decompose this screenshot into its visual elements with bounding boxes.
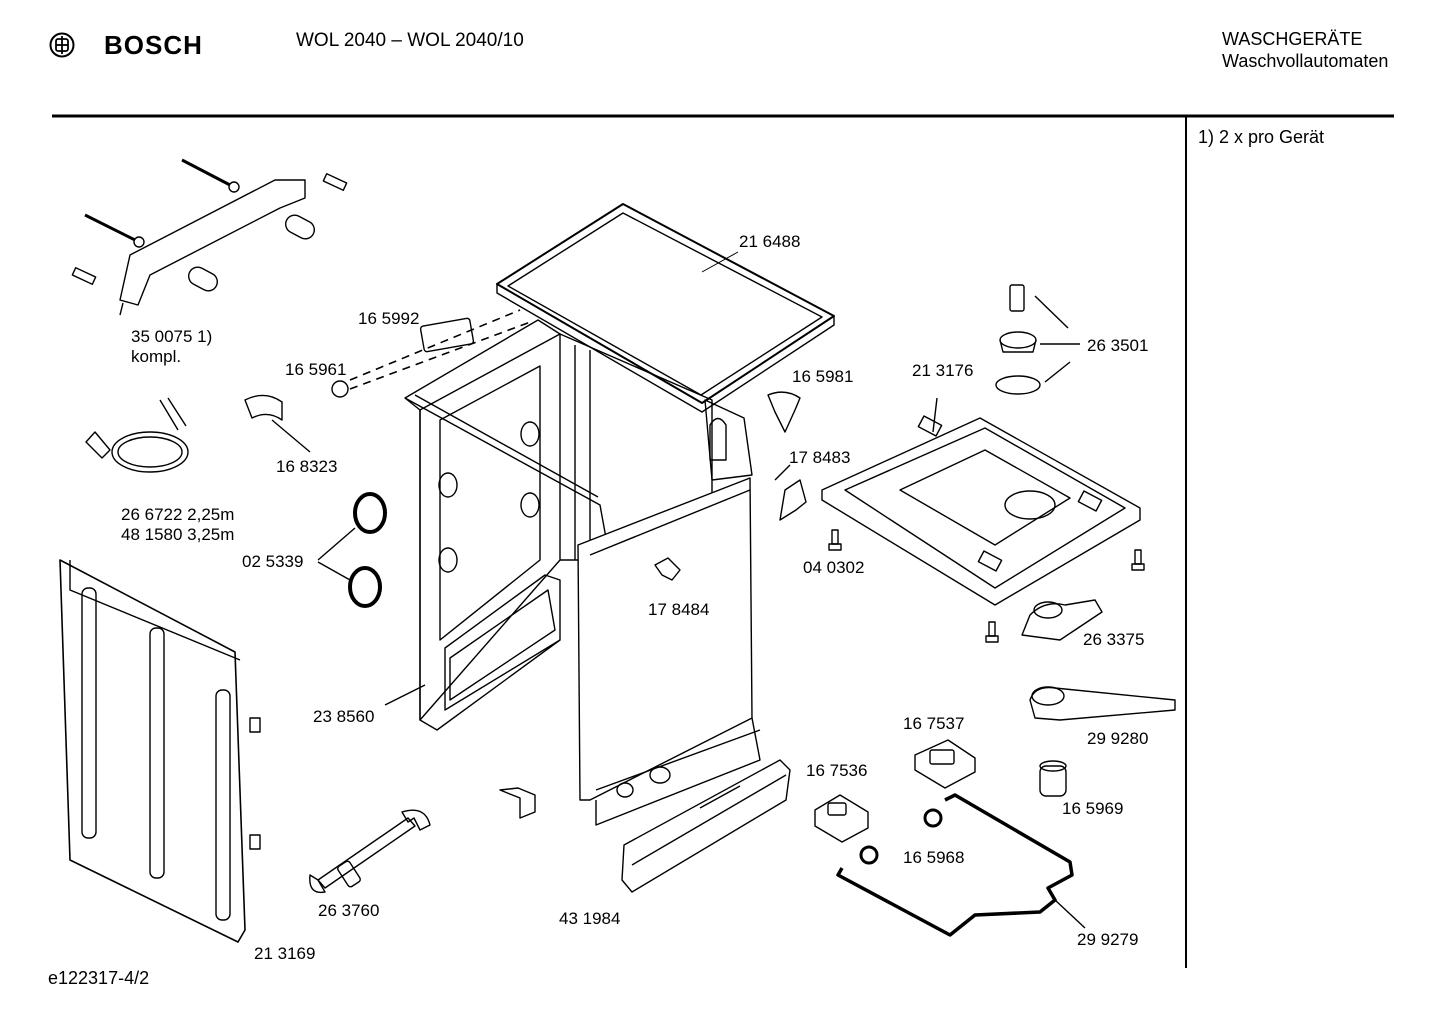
screws-part — [828, 529, 1145, 643]
part-note-kompl: kompl. — [131, 347, 182, 366]
part-label-238560: 23 8560 — [313, 707, 375, 726]
front-panel-part — [577, 477, 761, 826]
part-label-213176: 21 3176 — [912, 361, 974, 380]
base-frame-part — [821, 397, 1141, 606]
part-label-263501: 26 3501 — [1087, 336, 1149, 355]
part-label-431984: 43 1984 — [559, 909, 621, 928]
top-lid-part — [496, 203, 835, 413]
part-number-350075: 35 0075 1) — [131, 327, 213, 346]
plug-part — [331, 380, 349, 398]
document-id: e122317-4/2 — [48, 968, 150, 988]
part-number-481580: 48 1580 3,25m — [121, 525, 235, 544]
door-seal-part — [317, 492, 387, 608]
part-label-216488: 21 6488 — [739, 232, 801, 251]
cap-16-5968-b — [859, 845, 879, 865]
cap-16-5968-a — [923, 808, 943, 828]
part-label-299280: 29 9280 — [1087, 729, 1149, 748]
sensor-16-5969 — [1039, 760, 1067, 797]
wrench-part — [309, 809, 431, 894]
clip-17-8483 — [779, 479, 807, 521]
hose-part — [1029, 686, 1176, 721]
part-label-165969: 16 5969 — [1062, 799, 1124, 818]
side-panel-part — [59, 559, 261, 943]
part-label-165961: 16 5961 — [285, 360, 347, 379]
part-label-power-cable: 26 6722 2,25m 48 1580 3,25m — [121, 505, 234, 545]
footnote: 1) 2 x pro Gerät — [1198, 127, 1325, 147]
rear-bracket-part — [71, 158, 348, 316]
part-label-167536: 16 7536 — [806, 761, 868, 780]
category-subtitle: Waschvollautomaten — [1222, 51, 1389, 71]
pump-part — [1021, 599, 1103, 641]
part-label-168323: 16 8323 — [276, 457, 338, 476]
part-label-263375: 26 3375 — [1083, 630, 1145, 649]
relay-16-7537 — [914, 739, 976, 789]
bosch-logo-icon — [49, 32, 75, 58]
clip-part — [244, 394, 283, 421]
model-title: WOL 2040 – WOL 2040/10 — [296, 30, 524, 51]
part-label-165992: 16 5992 — [358, 309, 420, 328]
plinth-part — [621, 759, 791, 893]
part-label-213169: 21 3169 — [254, 944, 316, 963]
part-label-299279: 29 9279 — [1077, 930, 1139, 949]
relay-16-7536 — [814, 794, 869, 843]
clip-17-8484 — [654, 557, 681, 581]
power-cable-part — [85, 397, 189, 473]
dashed-link — [349, 309, 534, 390]
clip-16-5981 — [767, 391, 801, 433]
foot-part — [995, 284, 1080, 395]
part-label-165981: 16 5981 — [792, 367, 854, 386]
part-label-178484: 17 8484 — [648, 600, 710, 619]
small-bracket-part — [499, 787, 536, 819]
part-number-266722: 26 6722 2,25m — [121, 505, 235, 524]
part-label-263760: 26 3760 — [318, 901, 380, 920]
category-title: WASCHGERÄTE — [1222, 29, 1363, 49]
brand-name: BOSCH — [104, 30, 203, 60]
part-label-040302: 04 0302 — [803, 558, 865, 577]
part-label-165968: 16 5968 — [903, 848, 965, 867]
part-label-167537: 16 7537 — [903, 714, 965, 733]
part-label-025339: 02 5339 — [242, 552, 304, 571]
part-label-350075: 35 0075 1) kompl. — [131, 327, 212, 367]
part-label-178483: 17 8483 — [789, 448, 851, 467]
